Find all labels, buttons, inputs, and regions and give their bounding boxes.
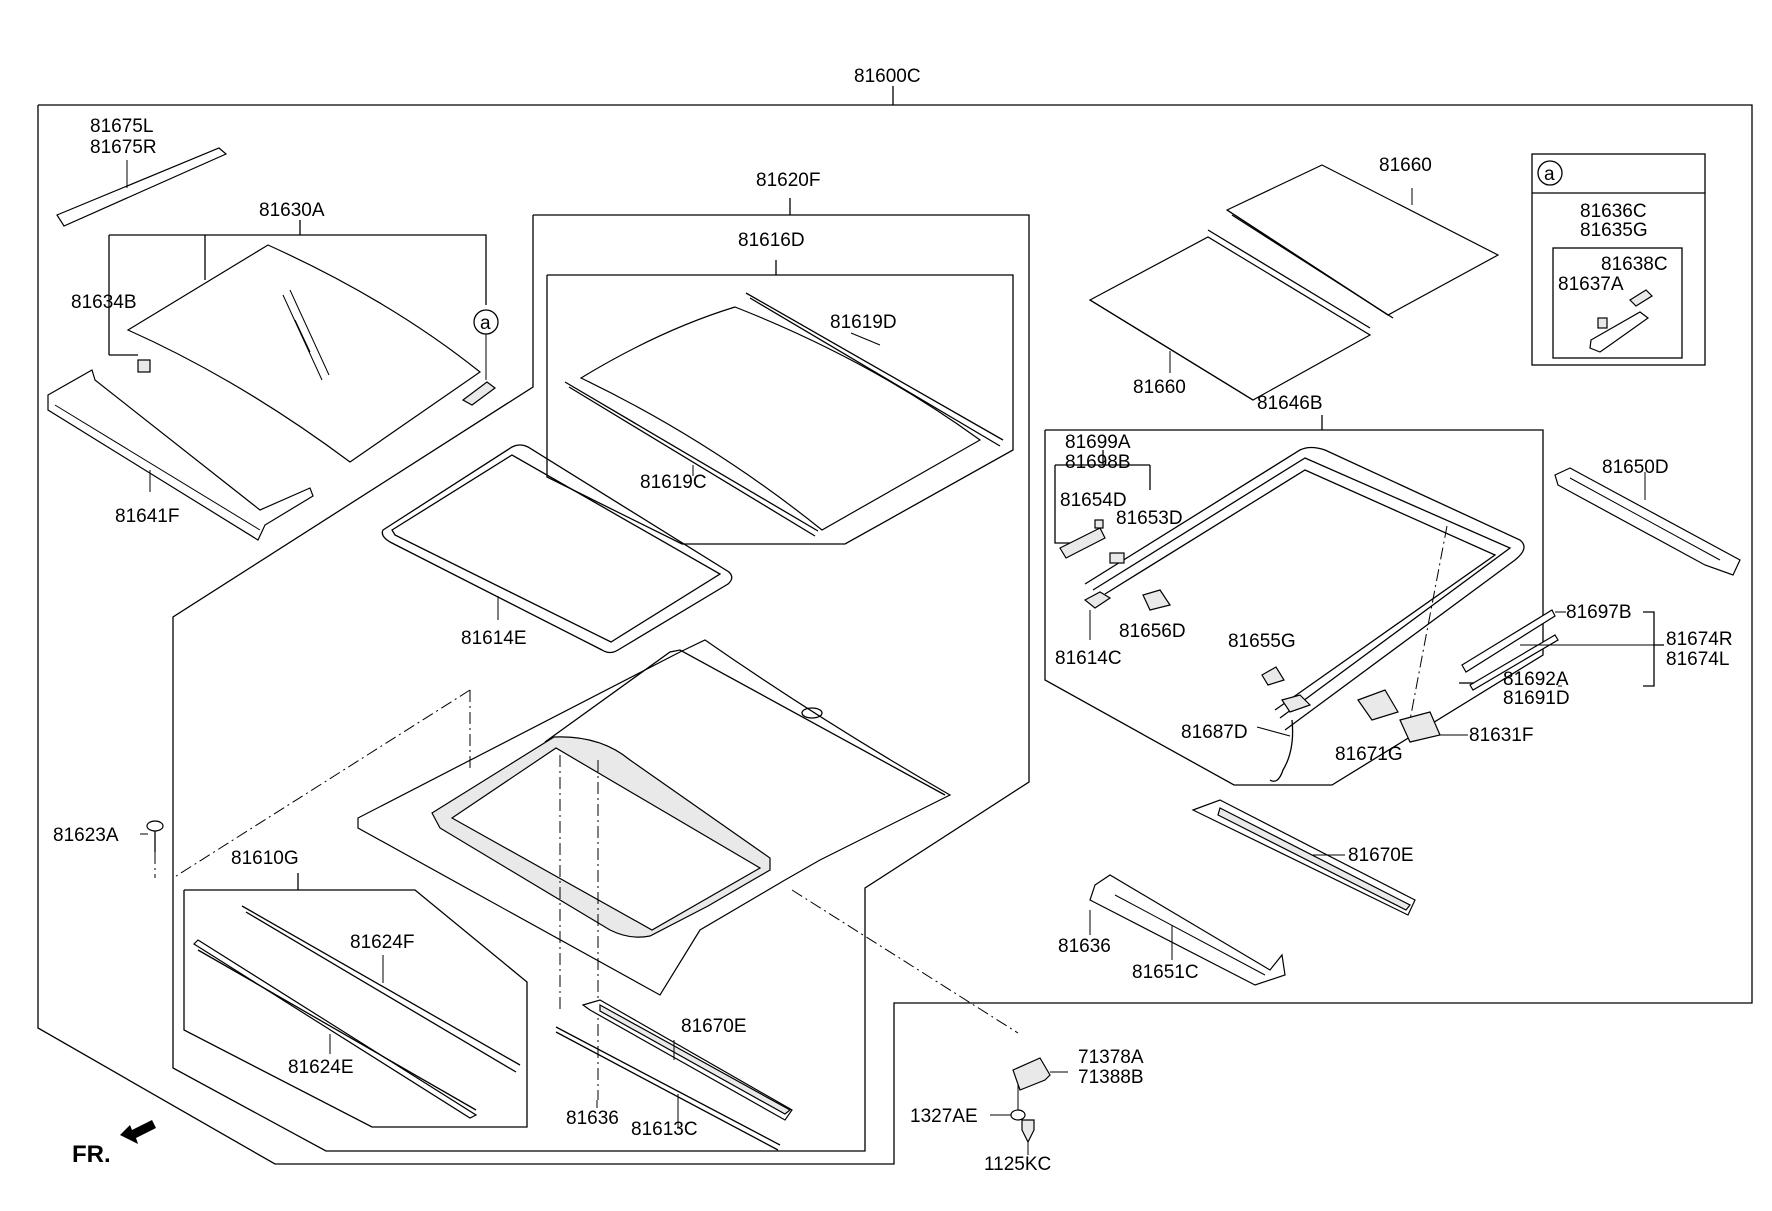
part-hardware xyxy=(990,1057,1068,1155)
part-81630a: a xyxy=(108,220,499,463)
part-81660 xyxy=(1088,164,1500,401)
label-81623a: 81623A xyxy=(53,825,119,846)
front-direction-label: FR. xyxy=(72,1141,111,1168)
part-81616d-glass xyxy=(564,292,1004,537)
label-81646b: 81646B xyxy=(1257,393,1323,414)
label-81660-top: 81660 xyxy=(1379,155,1432,176)
label-71388b: 71388B xyxy=(1078,1067,1144,1088)
part-81646b-mechanism xyxy=(1084,446,1525,782)
label-81619c: 81619C xyxy=(640,472,707,493)
frame-81646b xyxy=(1044,429,1544,786)
front-direction-arrow-icon xyxy=(120,1120,156,1144)
label-81670e-left: 81670E xyxy=(681,1016,747,1037)
label-81653d: 81653D xyxy=(1116,508,1183,529)
detail-ref-label: a xyxy=(1544,164,1555,185)
label-81656d: 81656D xyxy=(1119,621,1186,642)
label-81614e: 81614E xyxy=(461,628,527,649)
label-81620f: 81620F xyxy=(756,170,820,191)
label-81638c: 81638C xyxy=(1601,254,1668,275)
label-81634b: 81634B xyxy=(71,292,137,313)
part-81651c xyxy=(1089,874,1286,986)
frame-81610g xyxy=(183,889,528,1128)
label-assy: 81600C xyxy=(854,66,921,87)
ref-a-callout: a xyxy=(480,313,491,334)
label-1125kc: 1125KC xyxy=(984,1154,1051,1175)
part-81614e xyxy=(381,444,733,654)
part-81670e-left xyxy=(555,999,793,1151)
part-81623a xyxy=(140,820,164,878)
label-81675l: 81675L xyxy=(90,116,153,137)
label-81671g: 81671G xyxy=(1335,744,1403,765)
label-1327ae: 1327AE xyxy=(910,1106,978,1127)
label-81674r: 81674R xyxy=(1666,629,1733,650)
label-81614c: 81614C xyxy=(1055,648,1122,669)
label-71378a: 71378A xyxy=(1078,1047,1144,1068)
part-81650d xyxy=(1554,467,1741,576)
label-81660-bottom: 81660 xyxy=(1133,377,1186,398)
frame-81620f xyxy=(172,214,1030,1152)
part-81624 xyxy=(193,905,521,1119)
label-81636-right: 81636 xyxy=(1058,936,1111,957)
label-81699a: 81699A xyxy=(1065,432,1131,453)
label-81636-left: 81636 xyxy=(566,1108,619,1129)
label-81624e: 81624E xyxy=(288,1057,354,1078)
part-81675 xyxy=(56,147,228,227)
part-81641f xyxy=(47,369,314,541)
label-81636c: 81636C xyxy=(1580,201,1647,222)
label-81687d: 81687D xyxy=(1181,722,1248,743)
label-81654d: 81654D xyxy=(1060,490,1127,511)
label-81698b: 81698B xyxy=(1065,452,1131,473)
label-81650d: 81650D xyxy=(1602,457,1669,478)
label-81692a: 81692A xyxy=(1503,669,1569,690)
frame-81616d xyxy=(546,274,1014,545)
label-81675r: 81675R xyxy=(90,137,157,158)
part-labels: 81600C 81675L 81675R 81630A 81634B 81641… xyxy=(53,66,1733,1175)
part-81670e-right xyxy=(1191,799,1416,916)
label-81655g: 81655G xyxy=(1228,631,1296,652)
label-81697b: 81697B xyxy=(1566,602,1632,623)
assembly-frame xyxy=(37,86,1753,1165)
label-81637a: 81637A xyxy=(1558,274,1624,295)
label-81635g: 81635G xyxy=(1580,220,1648,241)
roof-panel xyxy=(172,525,1448,1100)
label-81670e-right: 81670E xyxy=(1348,845,1414,866)
label-81619d: 81619D xyxy=(830,312,897,333)
label-81610g: 81610G xyxy=(231,848,299,869)
label-81641f: 81641F xyxy=(115,506,179,527)
label-81651c: 81651C xyxy=(1132,962,1199,983)
part-81697b xyxy=(1459,609,1664,691)
label-81691d: 81691D xyxy=(1503,688,1570,709)
label-81613c: 81613C xyxy=(631,1119,698,1140)
label-81616d: 81616D xyxy=(738,230,805,251)
part-81699a xyxy=(1054,450,1285,686)
part-81671g xyxy=(1357,689,1468,743)
detail-box-a: a xyxy=(1531,153,1706,366)
label-81631f: 81631F xyxy=(1469,725,1533,746)
label-81630a: 81630A xyxy=(259,200,325,221)
label-81674l: 81674L xyxy=(1666,649,1729,670)
label-81624f: 81624F xyxy=(350,932,414,953)
